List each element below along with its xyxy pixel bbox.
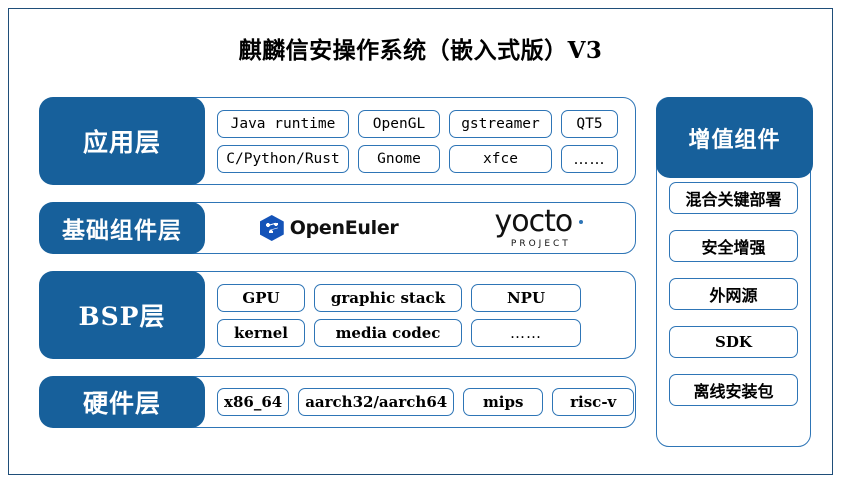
layer-application-chips: Java runtime OpenGL gstreamer QT5 C/Pyth… [217, 97, 626, 185]
value-item-sdk[interactable]: SDK [669, 326, 798, 358]
value-item-mixed-critical-deployment[interactable]: 混合关键部署 [669, 182, 798, 214]
chip-risc-v[interactable]: risc-v [552, 388, 635, 416]
yocto-logo-subtext: PROJECT [510, 239, 571, 249]
yocto-logo: yocto PROJECT [495, 207, 584, 249]
chip-ellipsis[interactable]: …… [471, 318, 581, 347]
chip-graphic-stack[interactable]: graphic stack [314, 283, 462, 312]
chip-row: kernel media codec …… [217, 318, 626, 347]
layer-hardware-chips: x86_64 aarch32/aarch64 mips risc-v [217, 376, 635, 428]
value-added-components-list: 混合关键部署 安全增强 外网源 SDK 离线安装包 [657, 182, 810, 406]
layer-bsp-chips: GPU graphic stack NPU kernel media codec… [217, 271, 626, 359]
chip-xfce[interactable]: xfce [449, 144, 552, 173]
layer-bsp-label: BSP层 [39, 271, 205, 359]
chip-media-codec[interactable]: media codec [314, 318, 462, 347]
layer-application-label: 应用层 [39, 97, 205, 185]
chip-kernel[interactable]: kernel [217, 318, 305, 347]
chip-gnome[interactable]: Gnome [358, 144, 440, 173]
value-added-components-panel: 增值组件 混合关键部署 安全增强 外网源 SDK 离线安装包 [656, 97, 813, 447]
value-item-security-enhancement[interactable]: 安全增强 [669, 230, 798, 262]
yocto-dot-icon [579, 220, 584, 224]
openeuler-hexagon-icon [259, 215, 284, 241]
openeuler-logo-text: OpenEuler [289, 217, 399, 239]
chip-mips[interactable]: mips [463, 388, 544, 416]
layer-stack: 应用层 Java runtime OpenGL gstreamer QT5 C/… [39, 97, 636, 445]
chip-c-python-rust[interactable]: C/Python/Rust [217, 144, 349, 173]
layer-application: 应用层 Java runtime OpenGL gstreamer QT5 C/… [39, 97, 636, 185]
layer-base-components-label: 基础组件层 [39, 202, 205, 254]
layer-hardware: 硬件层 x86_64 aarch32/aarch64 mips risc-v [39, 376, 636, 428]
chip-java-runtime[interactable]: Java runtime [217, 109, 349, 138]
layer-base-components-logos: OpenEuler yocto PROJECT [217, 202, 626, 254]
openeuler-logo: OpenEuler [259, 215, 399, 241]
value-added-components-header: 增值组件 [656, 97, 813, 178]
page-title: 麒麟信安操作系统（嵌入式版）V3 [238, 37, 603, 64]
chip-x86-64[interactable]: x86_64 [217, 388, 290, 416]
chip-ellipsis[interactable]: …… [561, 144, 618, 173]
chip-row: GPU graphic stack NPU [217, 283, 626, 312]
chip-aarch32-aarch64[interactable]: aarch32/aarch64 [298, 388, 455, 416]
yocto-logo-top: yocto [495, 207, 584, 237]
chip-gpu[interactable]: GPU [217, 283, 305, 312]
chip-gstreamer[interactable]: gstreamer [449, 109, 552, 138]
chip-opengl[interactable]: OpenGL [358, 109, 440, 138]
value-item-external-network-source[interactable]: 外网源 [669, 278, 798, 310]
layer-base-components: 基础组件层 OpenEuler yocto PROJECT [39, 202, 636, 254]
layer-bsp: BSP层 GPU graphic stack NPU kernel media … [39, 271, 636, 359]
chip-qt5[interactable]: QT5 [561, 109, 618, 138]
value-item-offline-install-package[interactable]: 离线安装包 [669, 374, 798, 406]
chip-row: x86_64 aarch32/aarch64 mips risc-v [217, 388, 635, 416]
diagram-frame: 麒麟信安操作系统（嵌入式版）V3 应用层 Java runtime OpenGL… [8, 8, 833, 475]
layer-hardware-label: 硬件层 [39, 376, 205, 428]
chip-row: Java runtime OpenGL gstreamer QT5 [217, 109, 626, 138]
chip-row: C/Python/Rust Gnome xfce …… [217, 144, 626, 173]
chip-npu[interactable]: NPU [471, 283, 581, 312]
yocto-logo-text: yocto [494, 204, 574, 239]
